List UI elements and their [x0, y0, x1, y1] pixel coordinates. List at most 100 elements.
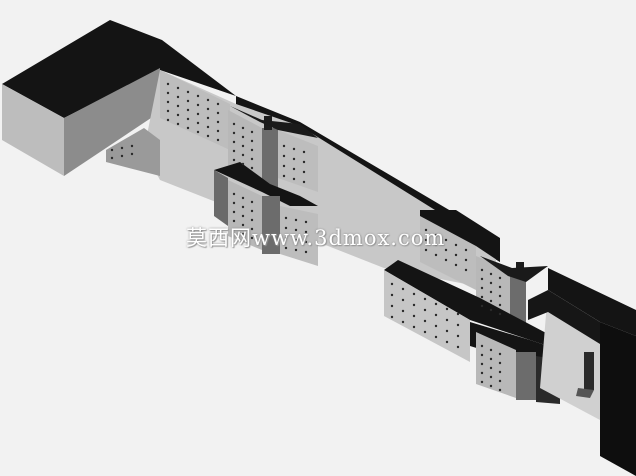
- rivet: [434, 324, 438, 328]
- rivet: [480, 371, 484, 375]
- end-cap-frame: [528, 290, 600, 344]
- rivet: [489, 272, 493, 276]
- rivet: [424, 238, 428, 242]
- rivet: [292, 177, 296, 181]
- rivet: [292, 167, 296, 171]
- rivet: [232, 219, 236, 223]
- lower-clamp-front: [214, 170, 228, 226]
- rivet: [206, 98, 210, 102]
- rivet: [294, 248, 298, 252]
- rivet: [498, 285, 502, 289]
- rivet: [284, 236, 288, 240]
- upper-cylinder: [262, 128, 278, 188]
- rivet: [480, 353, 484, 357]
- rivet: [294, 218, 298, 222]
- rivet: [445, 340, 449, 344]
- rivet: [176, 95, 180, 99]
- rivet: [489, 281, 493, 285]
- rivet: [302, 170, 306, 174]
- rivet: [241, 223, 245, 227]
- lower-right-plate: [280, 206, 318, 266]
- rivet: [498, 361, 502, 365]
- rivet: [176, 104, 180, 108]
- rivet: [232, 149, 236, 153]
- rivet: [232, 201, 236, 205]
- rivet: [241, 126, 245, 130]
- rivet: [480, 380, 484, 384]
- rivet: [302, 150, 306, 154]
- rivet: [489, 308, 493, 312]
- right-upper-plate: [420, 216, 476, 290]
- rivet: [294, 238, 298, 242]
- rivet: [241, 135, 245, 139]
- rivet: [216, 120, 220, 124]
- rivet: [206, 116, 210, 120]
- upper-right-plate: [278, 130, 318, 192]
- rivet: [434, 243, 438, 247]
- rivet: [250, 148, 254, 152]
- rivet: [445, 318, 449, 322]
- rivet: [294, 228, 298, 232]
- end-cap-side: [600, 322, 636, 476]
- rivet: [120, 154, 124, 158]
- rivet: [241, 144, 245, 148]
- rivet: [250, 157, 254, 161]
- rivet: [464, 248, 468, 252]
- rivet: [464, 268, 468, 272]
- rivet: [216, 129, 220, 133]
- rivet: [241, 153, 245, 157]
- rivet: [130, 152, 134, 156]
- rivet: [480, 286, 484, 290]
- rivet: [186, 99, 190, 103]
- rivet: [464, 258, 468, 262]
- rivet: [241, 214, 245, 218]
- rivet: [480, 277, 484, 281]
- rivet: [434, 335, 438, 339]
- rivet: [232, 210, 236, 214]
- rivet: [489, 290, 493, 294]
- rivet: [444, 238, 448, 242]
- rivet: [216, 138, 220, 142]
- rivet: [241, 196, 245, 200]
- rivet: [456, 345, 460, 349]
- rivet: [423, 297, 427, 301]
- rivet-pattern: [110, 82, 502, 392]
- rivet: [282, 164, 286, 168]
- rivet: [196, 121, 200, 125]
- rivet: [166, 91, 170, 95]
- left-block-front: [2, 84, 64, 176]
- rivet: [176, 86, 180, 90]
- rivet: [206, 134, 210, 138]
- rivet: [130, 144, 134, 148]
- rivet: [196, 112, 200, 116]
- rivet: [232, 228, 236, 232]
- rivet: [456, 323, 460, 327]
- rivet: [292, 157, 296, 161]
- upper-curve-top: [230, 106, 318, 138]
- rivet: [166, 118, 170, 122]
- rivet: [282, 144, 286, 148]
- rivet: [304, 220, 308, 224]
- rivet: [282, 174, 286, 178]
- rivet: [206, 107, 210, 111]
- rivet: [423, 319, 427, 323]
- rivet: [489, 357, 493, 361]
- rivet: [186, 117, 190, 121]
- rivet: [216, 102, 220, 106]
- rivet: [304, 250, 308, 254]
- end-cap-foot: [576, 388, 594, 398]
- rivet: [304, 230, 308, 234]
- right-curve-top: [480, 256, 548, 282]
- rivet: [424, 248, 428, 252]
- rivet: [250, 209, 254, 213]
- rivet: [176, 113, 180, 117]
- rivet: [456, 334, 460, 338]
- rivet: [454, 253, 458, 257]
- rivet: [232, 122, 236, 126]
- rivet: [423, 330, 427, 334]
- rivet: [250, 227, 254, 231]
- lower-right-block-front: [384, 270, 470, 362]
- rivet: [489, 348, 493, 352]
- rivet: [454, 243, 458, 247]
